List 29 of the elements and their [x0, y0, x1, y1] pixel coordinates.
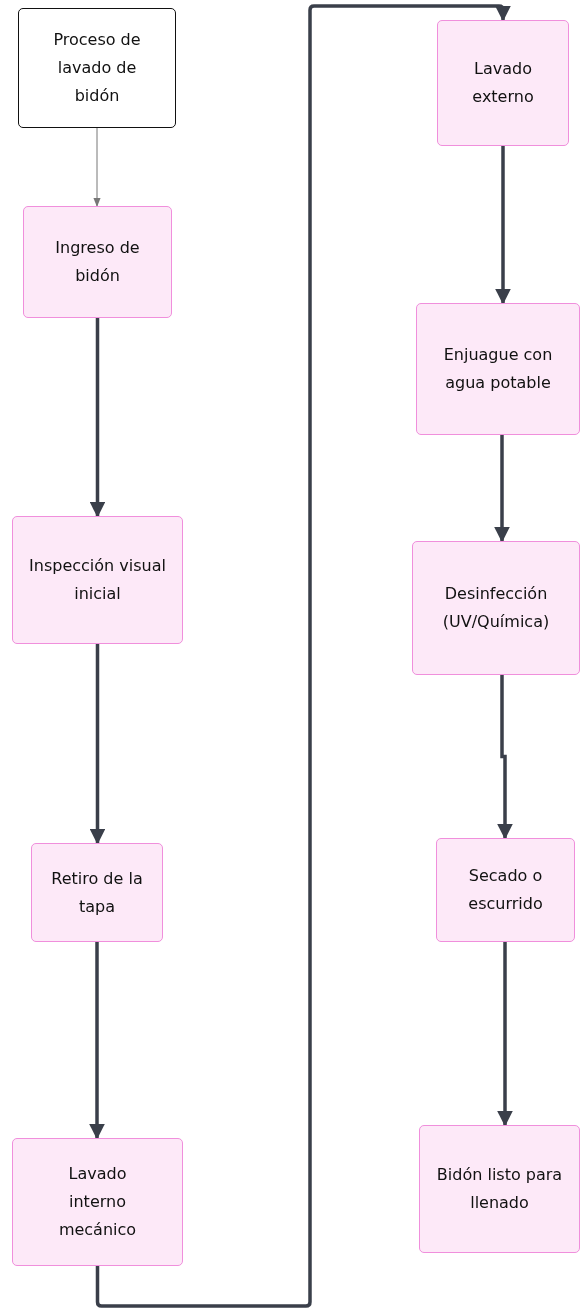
arrow	[89, 644, 106, 845]
box-text: Enjuague con agua potable	[442, 344, 554, 394]
arrow	[497, 675, 513, 840]
box-text: Retiro de la tapa	[50, 867, 144, 918]
arrow	[89, 942, 105, 1140]
arrow	[494, 435, 510, 543]
arrow	[497, 942, 513, 1127]
process-box	[436, 838, 575, 942]
box-text: Desinfección (UV/Química)	[441, 583, 551, 633]
box-text: Lavado externo	[471, 58, 535, 108]
process-box	[12, 516, 183, 644]
process-box	[419, 1125, 580, 1253]
start-box	[18, 8, 176, 128]
box-text: Secado o escurrido	[467, 865, 544, 915]
box-text: Bidón listo para llenado	[435, 1164, 564, 1214]
arrow	[93, 127, 101, 207]
box-text: Inspección visual inicial	[28, 555, 167, 605]
box-text: Proceso de lavado de bidón	[52, 29, 142, 107]
process-box	[412, 541, 580, 675]
process-box	[416, 303, 580, 435]
process-box	[12, 1138, 183, 1266]
process-box	[23, 206, 172, 318]
arrow	[89, 318, 106, 518]
arrow	[95, 4, 511, 1308]
box-text: Lavado interno mecánico	[57, 1163, 138, 1241]
process-box	[31, 843, 163, 942]
process-box	[437, 20, 569, 146]
arrow	[495, 146, 511, 305]
box-text: Ingreso de bidón	[54, 237, 141, 287]
